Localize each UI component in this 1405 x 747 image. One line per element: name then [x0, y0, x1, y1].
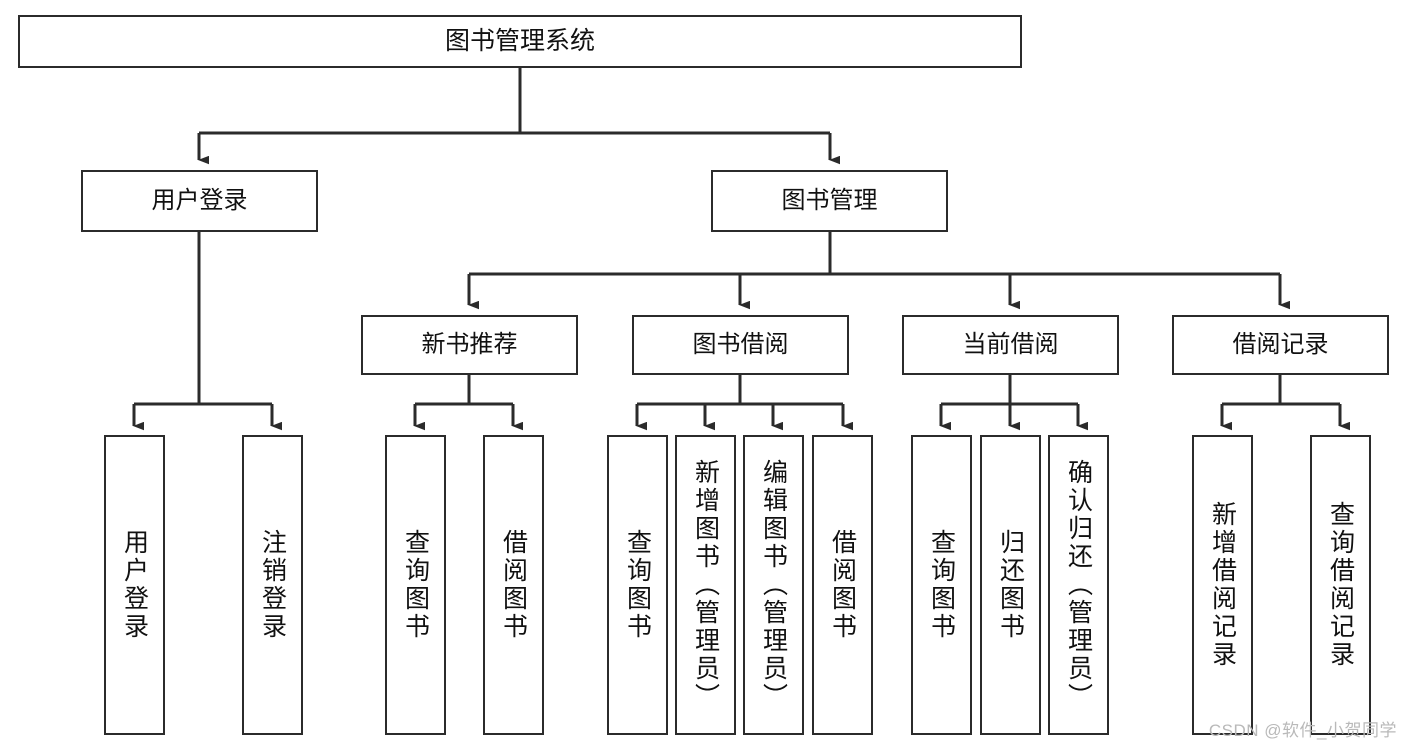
node-leaf-edit-book[interactable]: 编辑图书（管理员） — [743, 435, 804, 735]
node-leaf-add-record[interactable]: 新增借阅记录 — [1192, 435, 1253, 735]
node-root[interactable]: 图书管理系统 — [18, 15, 1022, 68]
node-book-manage-label: 图书管理 — [781, 187, 878, 214]
node-leaf-add-record-label: 新增借阅记录 — [1208, 501, 1237, 669]
node-root-label: 图书管理系统 — [444, 27, 595, 55]
node-leaf-query-book-3-label: 查询图书 — [927, 529, 956, 641]
node-leaf-confirm-return-label: 确认归还（管理员） — [1064, 459, 1093, 711]
node-borrow-record[interactable]: 借阅记录 — [1172, 315, 1389, 375]
node-leaf-borrow-book-1-label: 借阅图书 — [499, 529, 528, 641]
node-leaf-user-logout-label: 注销登录 — [258, 529, 287, 641]
node-new-book-rec-label: 新书推荐 — [421, 331, 518, 358]
node-leaf-query-book-2-label: 查询图书 — [623, 529, 652, 641]
node-borrow-record-label: 借阅记录 — [1232, 331, 1329, 358]
node-leaf-borrow-book-2-label: 借阅图书 — [828, 529, 857, 641]
node-leaf-return-book-label: 归还图书 — [996, 529, 1025, 641]
node-leaf-user-logout[interactable]: 注销登录 — [242, 435, 303, 735]
node-leaf-query-book-3[interactable]: 查询图书 — [911, 435, 972, 735]
node-current-borrow-label: 当前借阅 — [962, 331, 1059, 358]
node-leaf-query-book-1[interactable]: 查询图书 — [385, 435, 446, 735]
watermark: CSDN @软件_小贺同学 — [1208, 721, 1397, 740]
node-leaf-query-book-1-label: 查询图书 — [401, 529, 430, 641]
node-leaf-edit-book-label: 编辑图书（管理员） — [759, 459, 788, 711]
node-leaf-query-record[interactable]: 查询借阅记录 — [1310, 435, 1371, 735]
node-book-borrow-label: 图书借阅 — [692, 331, 789, 358]
node-leaf-add-book-label: 新增图书（管理员） — [691, 459, 720, 711]
node-leaf-user-login[interactable]: 用户登录 — [104, 435, 165, 735]
node-leaf-add-book[interactable]: 新增图书（管理员） — [675, 435, 736, 735]
node-leaf-query-record-label: 查询借阅记录 — [1326, 501, 1355, 669]
node-leaf-confirm-return[interactable]: 确认归还（管理员） — [1048, 435, 1109, 735]
node-user-login[interactable]: 用户登录 — [81, 170, 318, 232]
node-new-book-rec[interactable]: 新书推荐 — [361, 315, 578, 375]
node-book-manage[interactable]: 图书管理 — [711, 170, 948, 232]
node-leaf-borrow-book-2[interactable]: 借阅图书 — [812, 435, 873, 735]
node-leaf-user-login-label: 用户登录 — [120, 529, 149, 641]
node-current-borrow[interactable]: 当前借阅 — [902, 315, 1119, 375]
node-leaf-query-book-2[interactable]: 查询图书 — [607, 435, 668, 735]
node-book-borrow[interactable]: 图书借阅 — [632, 315, 849, 375]
node-leaf-return-book[interactable]: 归还图书 — [980, 435, 1041, 735]
node-user-login-label: 用户登录 — [151, 187, 248, 214]
node-leaf-borrow-book-1[interactable]: 借阅图书 — [483, 435, 544, 735]
